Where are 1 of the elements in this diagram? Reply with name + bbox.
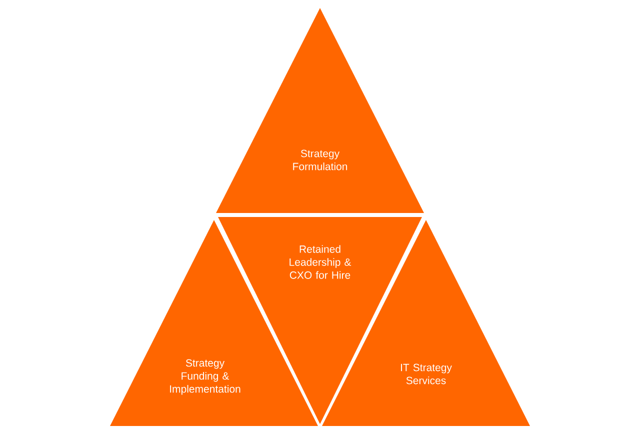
triangle: Strategy Formulation: [216, 8, 424, 213]
